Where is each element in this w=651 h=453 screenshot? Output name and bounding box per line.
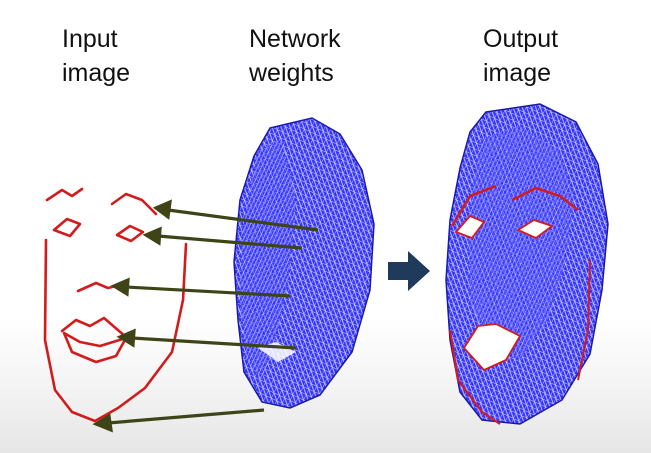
arrow-nose [125,285,291,298]
input-label-line-2: image [62,59,131,87]
output-label-line-2: image [483,59,552,87]
network-weights-label: Network weights [249,22,341,90]
left-eye [52,217,82,238]
right-eye [115,224,145,243]
input-face-sketch [43,187,188,423]
input-label-line-1: Input [62,25,118,53]
process-arrow-icon [388,251,430,291]
weights-label-line-1: Network [249,25,341,53]
arrow-mouth [131,336,297,350]
output-image-label: Output image [483,22,558,90]
mapping-arrows [92,199,319,433]
arrow-eye [157,234,303,250]
arrow-eyebrow [167,208,319,232]
arrow-chin [107,408,265,425]
network-weights-mesh [233,117,375,409]
weights-label-line-2: weights [249,59,334,87]
output-label-line-1: Output [483,25,559,53]
right-eyebrow [110,192,158,216]
input-image-label: Input image [62,22,130,90]
upper-lip [60,316,128,339]
mouth [62,331,128,364]
face-outline [43,238,188,423]
nose [76,281,118,293]
output-face-mesh [445,103,609,425]
left-eyebrow [45,187,84,202]
output-features [448,184,591,425]
